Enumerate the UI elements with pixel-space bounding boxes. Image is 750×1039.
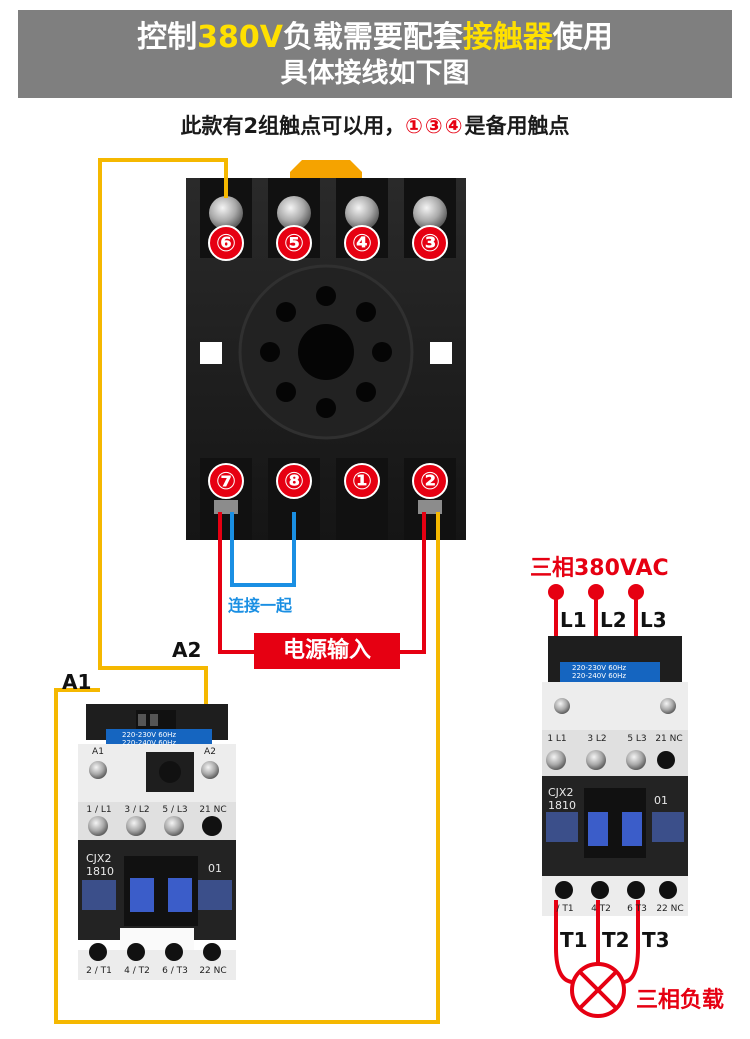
- left-blue-label-line1: 220-230V 60Hz: [122, 731, 177, 739]
- load-lamp-icon: [570, 962, 626, 1018]
- right-top-terminal-3: 5 L3: [627, 734, 647, 744]
- red-wire-2: [400, 512, 426, 654]
- three-phase-380-label: 三相380VAC: [530, 556, 669, 581]
- terminal-1-label: ①: [351, 467, 373, 495]
- t2-label: T2: [602, 928, 630, 952]
- title-line-1: 控制380V负载需要配套接触器使用: [137, 20, 613, 55]
- right-model-code: 01: [654, 794, 668, 807]
- terminal-2-label: ②: [419, 467, 441, 495]
- right-blue-label-line2: 220-240V 60Hz: [572, 672, 627, 680]
- subtitle: 此款有2组触点可以用，①③④是备用触点: [180, 114, 570, 138]
- left-coil-a2: A2: [204, 747, 216, 757]
- terminal-8-label: ⑧: [283, 467, 305, 495]
- right-bottom-terminal-1: / T1: [556, 904, 574, 914]
- three-phase-load-label: 三相负载: [636, 988, 725, 1013]
- right-top-terminal-1: 1 L1: [547, 734, 567, 744]
- power-input-label: 电源输入: [254, 633, 400, 669]
- l2-label: L2: [600, 608, 627, 632]
- a1-label: A1: [62, 670, 92, 694]
- right-model-line1: CJX2: [548, 786, 574, 799]
- left-top-terminal-4: 21 NC: [199, 805, 227, 815]
- right-top-terminal-2: 3 L2: [587, 734, 607, 744]
- right-model-line2: 1810: [548, 799, 576, 812]
- left-model-line1: CJX2: [86, 852, 112, 865]
- l1-label: L1: [560, 608, 587, 632]
- t1-label: T1: [560, 928, 588, 952]
- left-bottom-terminal-3: 6 / T3: [162, 966, 188, 976]
- red-wire-7: [218, 512, 254, 654]
- left-bottom-terminal-2: 4 / T2: [124, 966, 150, 976]
- right-bottom-terminal-4: 22 NC: [656, 904, 684, 914]
- yellow-wire-2-to-a1: [54, 512, 440, 1024]
- header-banner: 控制380V负载需要配套接触器使用 具体接线如下图: [18, 10, 732, 98]
- right-bottom-terminal-3: 6 T3: [627, 904, 647, 914]
- terminal-3-label: ③: [419, 229, 441, 257]
- contactor-left: [78, 704, 236, 980]
- terminal-6-label: ⑥: [215, 229, 237, 257]
- blue-wire-7-8: [230, 512, 296, 587]
- yellow-wire-6-to-a2: [98, 158, 228, 706]
- title-line-2: 具体接线如下图: [280, 58, 470, 89]
- left-blue-label-line2: 220-240V 60Hz: [122, 739, 177, 747]
- left-bottom-terminal-1: 2 / T1: [86, 966, 112, 976]
- terminal-7-label: ⑦: [215, 467, 237, 495]
- left-top-terminal-2: 3 / L2: [124, 805, 150, 815]
- connect-together-label: 连接一起: [228, 596, 293, 615]
- left-top-terminal-1: 1 / L1: [86, 805, 112, 815]
- contactor-right: [542, 584, 688, 1018]
- left-bottom-terminal-4: 22 NC: [199, 966, 227, 976]
- left-model-code: 01: [208, 862, 222, 875]
- l3-label: L3: [640, 608, 667, 632]
- right-bottom-terminal-2: 4 T2: [591, 904, 611, 914]
- terminal-4-label: ④: [351, 229, 373, 257]
- a2-label: A2: [172, 638, 202, 662]
- right-blue-label-line1: 220-230V 60Hz: [572, 664, 627, 672]
- left-top-terminal-3: 5 / L3: [162, 805, 188, 815]
- t3-label: T3: [642, 928, 670, 952]
- left-coil-a1: A1: [92, 747, 104, 757]
- relay-socket: [186, 160, 466, 540]
- terminal-5-label: ⑤: [283, 229, 305, 257]
- left-model-line2: 1810: [86, 865, 114, 878]
- right-top-terminal-4: 21 NC: [655, 734, 683, 744]
